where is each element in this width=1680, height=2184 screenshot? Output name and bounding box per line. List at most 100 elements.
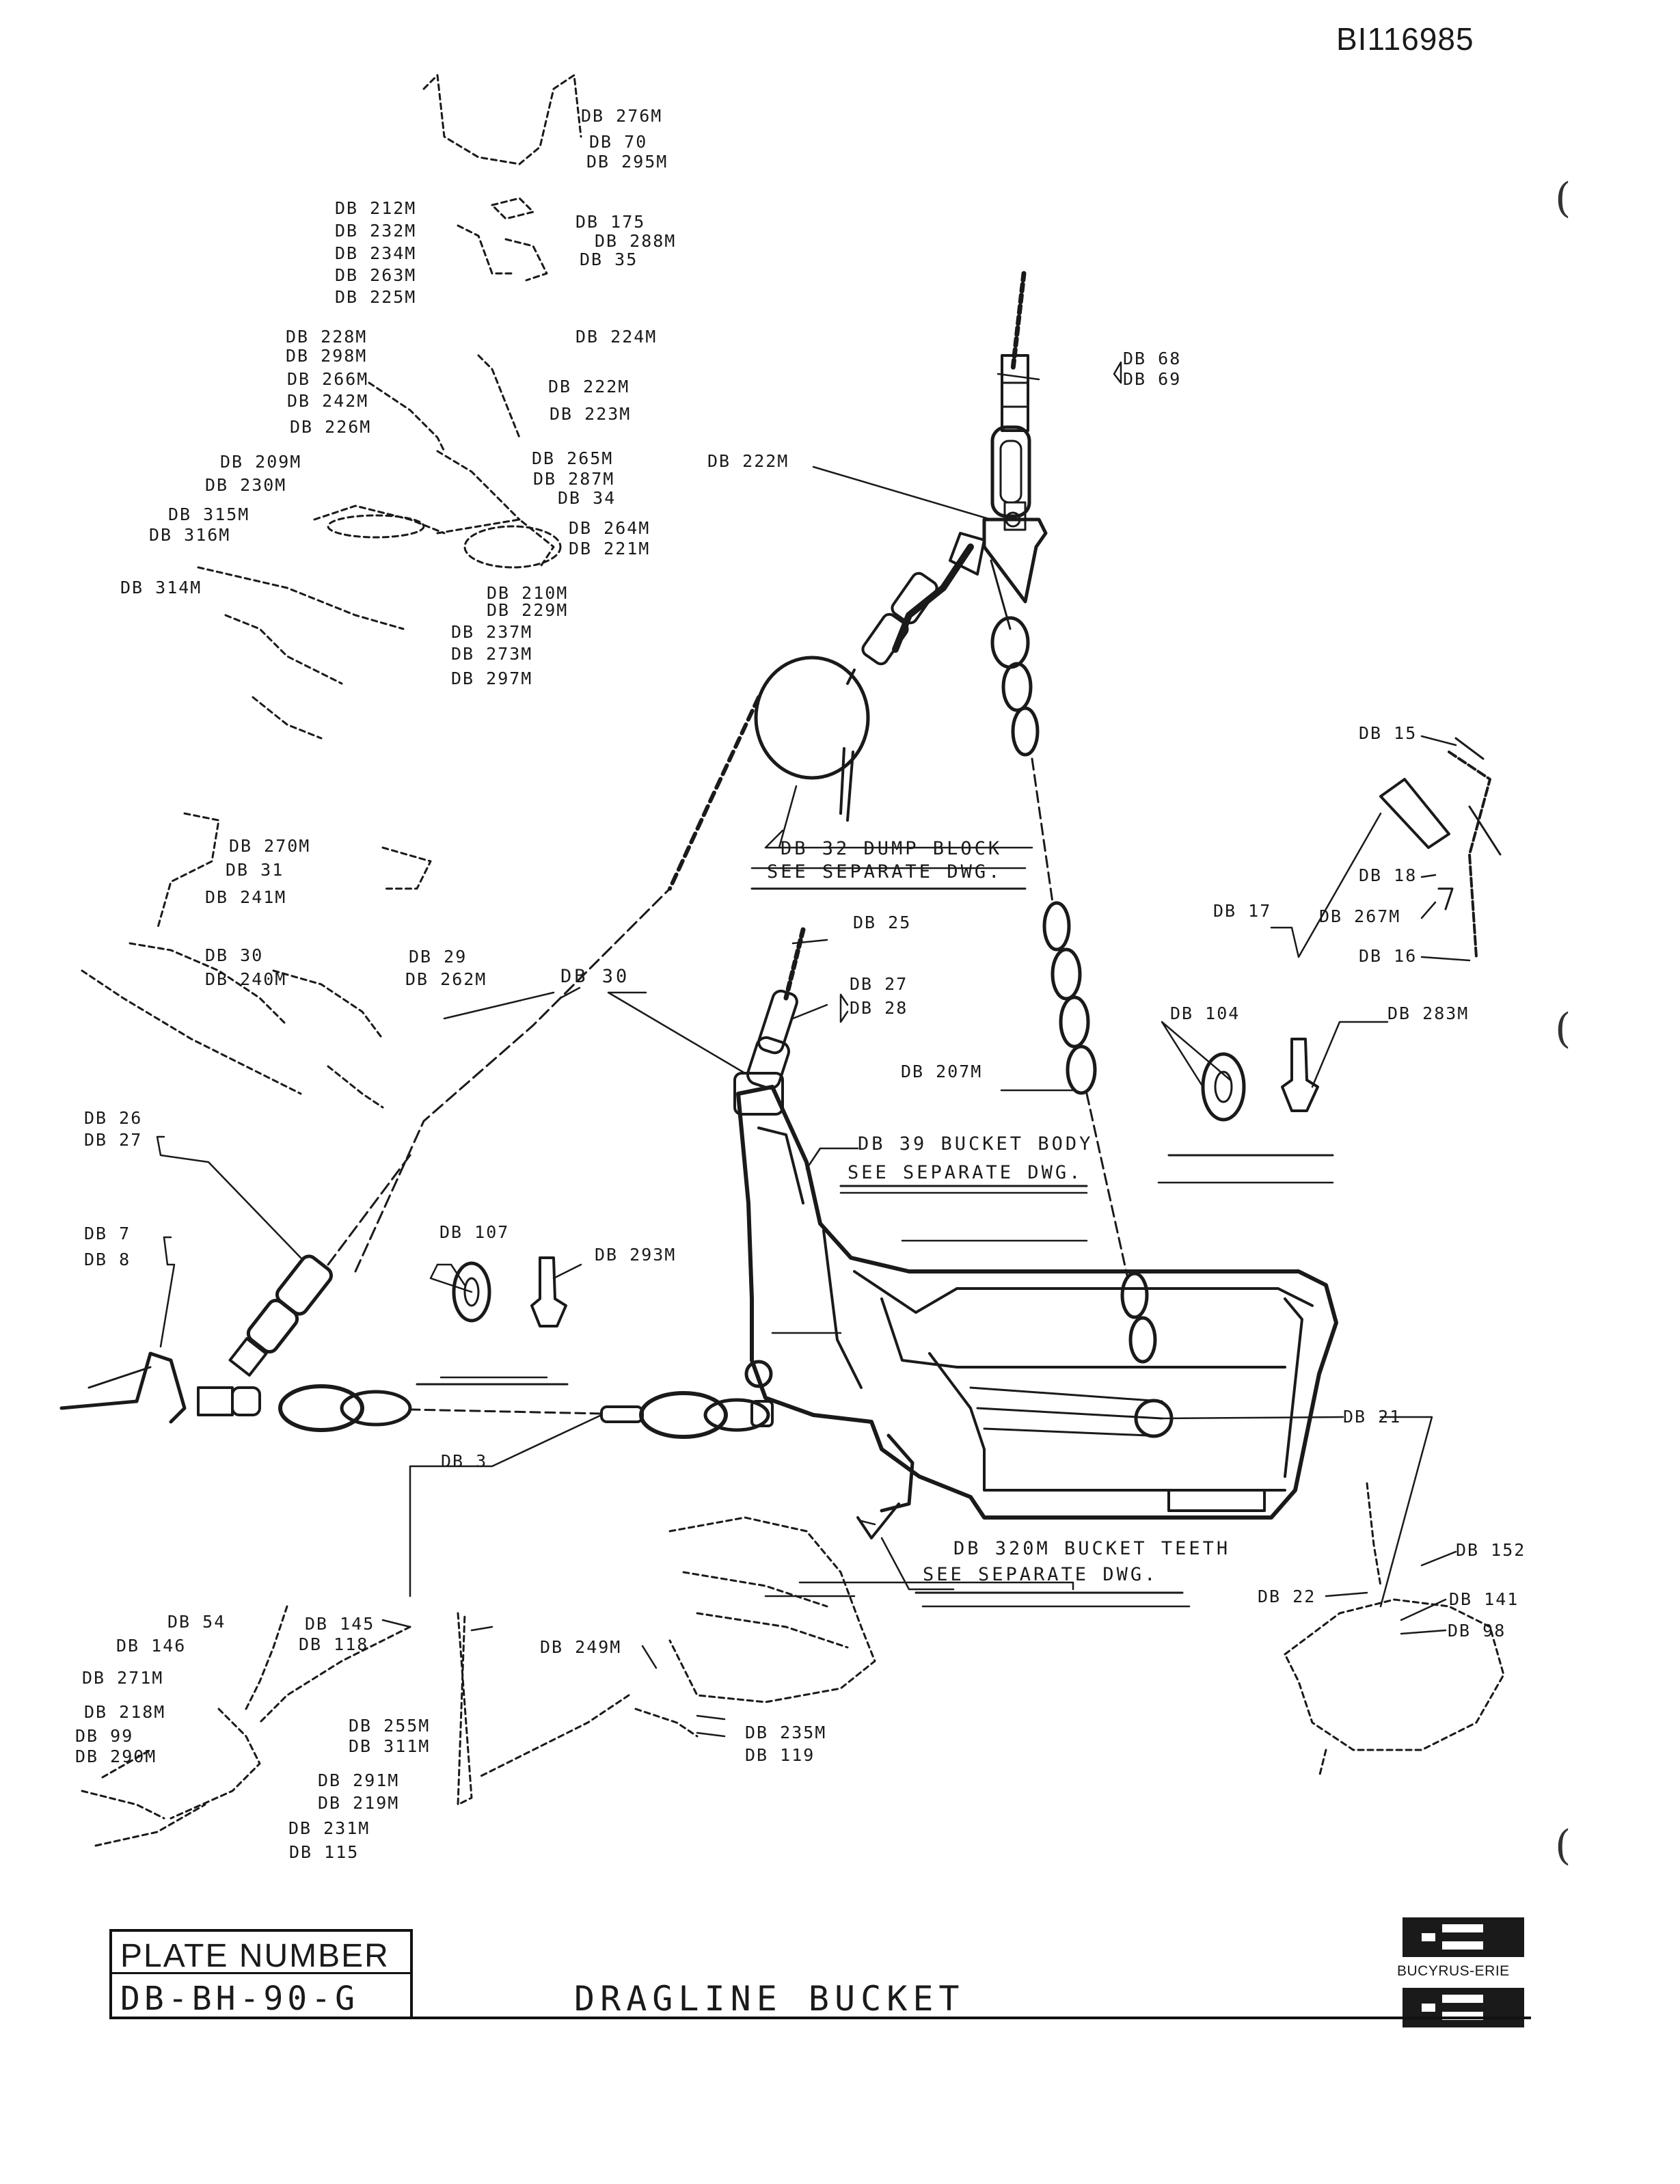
dump-block-label: DB 32 DUMP BLOCK <box>781 838 1003 859</box>
callout-label: DB 273M <box>451 644 533 664</box>
hoist-chain <box>990 559 1174 1438</box>
callout-label: DB 262M <box>405 969 487 989</box>
callout-label: DB 265M <box>532 448 614 468</box>
callout-label: DB 35 <box>580 250 638 269</box>
callout-label: DB 31 <box>226 860 284 880</box>
callout-label: DB 229M <box>487 600 569 620</box>
callout-label: DB 69 <box>1123 369 1182 389</box>
callout-label: DB 290M <box>75 1747 157 1766</box>
callout-label: DB 7 <box>84 1224 131 1243</box>
bucyrus-erie-logo-top <box>1403 1917 1524 1957</box>
callout-label: DB 222M <box>548 377 630 396</box>
callout-label: DB 207M <box>901 1062 983 1081</box>
callout-label: DB 224M <box>575 327 658 347</box>
callout-label: DB 210M <box>487 583 569 603</box>
callout-label: DB 240M <box>205 969 287 989</box>
callout-label: DB 28 <box>850 998 908 1018</box>
drag-link-icon <box>452 1256 567 1327</box>
callout-label: DB 27 <box>850 974 908 994</box>
callout-label: DB 293M <box>595 1245 677 1265</box>
document-id: BI116985 <box>1336 21 1474 57</box>
callout-label: DB 107 <box>439 1222 510 1242</box>
callout-label: DB 119 <box>745 1745 815 1765</box>
scan-mark: ( <box>1555 1822 1571 1870</box>
drawing-title: DRAGLINE BUCKET <box>574 1979 965 2019</box>
callout-label: DB 145 <box>305 1614 375 1634</box>
title-underlines <box>416 887 1334 1594</box>
drag-chain <box>59 1351 774 1439</box>
callout-label: DB 263M <box>335 265 417 285</box>
callout-label: DB 226M <box>290 417 372 437</box>
bottom-center-sketch <box>477 1516 876 1779</box>
left-cluster-sketch <box>81 812 432 1109</box>
callout-label: DB 270M <box>229 836 311 856</box>
callout-label: DB 26 <box>84 1108 143 1128</box>
bucket-body-label: DB 39 BUCKET BODY <box>858 1133 1094 1155</box>
callout-label: DB 231M <box>288 1818 370 1838</box>
callout-label: DB 16 <box>1359 946 1418 966</box>
callout-label: DB 219M <box>318 1793 400 1813</box>
bucket-teeth-label: DB 320M BUCKET TEETH <box>953 1538 1231 1559</box>
callout-label: DB 297M <box>451 669 533 688</box>
callout-label: DB 288M <box>595 231 677 251</box>
bucket-teeth-note: SEE SEPARATE DWG. <box>923 1564 1159 1585</box>
callout-label: DB 276M <box>581 106 663 126</box>
callout-label: DB 249M <box>540 1637 622 1657</box>
callout-label: DB 99 <box>75 1726 134 1746</box>
callout-label: DB 225M <box>335 287 417 307</box>
callout-label: DB 30 <box>205 945 264 965</box>
callout-label: DB 21 <box>1343 1407 1402 1427</box>
callout-label: DB 68 <box>1123 349 1182 368</box>
callout-label: DB 25 <box>853 913 912 932</box>
callout-label: DB 27 <box>84 1130 143 1150</box>
callout-label: DB 232M <box>335 221 417 241</box>
callout-label: DB 295M <box>586 152 668 172</box>
top-cluster-sketch <box>197 74 582 740</box>
callout-label: DB 8 <box>84 1250 131 1269</box>
callout-label: DB 222M <box>707 451 789 471</box>
callout-label: DB 15 <box>1359 723 1418 743</box>
scan-mark: ( <box>1555 174 1571 222</box>
callout-label: DB 234M <box>335 243 417 263</box>
callout-label: DB 30 <box>560 966 630 987</box>
callout-label: DB 230M <box>205 475 287 495</box>
callout-label: DB 311M <box>349 1736 431 1756</box>
callout-label: DB 118 <box>299 1634 369 1654</box>
callout-label: DB 115 <box>289 1842 360 1862</box>
hoist-rope-assembly <box>949 271 1048 604</box>
dump-block <box>668 543 974 891</box>
dump-rope <box>354 887 671 1273</box>
callout-label: DB 291M <box>318 1770 400 1790</box>
callout-label: DB 146 <box>116 1636 187 1656</box>
dump-block-note: SEE SEPARATE DWG. <box>767 861 1003 882</box>
right-bottom-sketch <box>1284 1482 1505 1779</box>
bucket-rope-fitting <box>746 927 806 1090</box>
callout-label: DB 235M <box>745 1723 827 1742</box>
callout-label: DB 34 <box>558 488 617 508</box>
title-block-rule <box>109 2017 1531 2019</box>
callout-label: DB 255M <box>349 1716 431 1736</box>
plate-number-box: PLATE NUMBER DB-BH-90-G <box>109 1929 413 2019</box>
bottom-left-sketch <box>81 1605 473 1847</box>
callout-label: DB 22 <box>1258 1587 1316 1606</box>
plate-label: PLATE NUMBER <box>120 1938 390 1974</box>
brand-name: BUCYRUS-ERIE <box>1397 1963 1510 1979</box>
callout-label: DB 241M <box>205 887 287 907</box>
callout-label: DB 152 <box>1456 1540 1526 1560</box>
callout-label: DB 223M <box>550 404 632 424</box>
callout-label: DB 264M <box>569 518 651 538</box>
callout-label: DB 237M <box>451 622 533 642</box>
leader-lines <box>156 361 1471 1738</box>
callout-label: DB 314M <box>120 578 202 597</box>
callout-label: DB 228M <box>286 327 368 347</box>
callout-label: DB 54 <box>167 1612 226 1632</box>
callout-label: DB 104 <box>1170 1003 1241 1023</box>
callout-label: DB 18 <box>1359 865 1418 885</box>
bucket-body-note: SEE SEPARATE DWG. <box>848 1162 1083 1183</box>
callout-label: DB 3 <box>441 1451 488 1471</box>
callout-label: DB 221M <box>569 539 651 558</box>
pin-assembly <box>1379 737 1502 958</box>
callout-label: DB 70 <box>589 132 648 152</box>
drag-rope-fitting <box>228 1154 411 1377</box>
